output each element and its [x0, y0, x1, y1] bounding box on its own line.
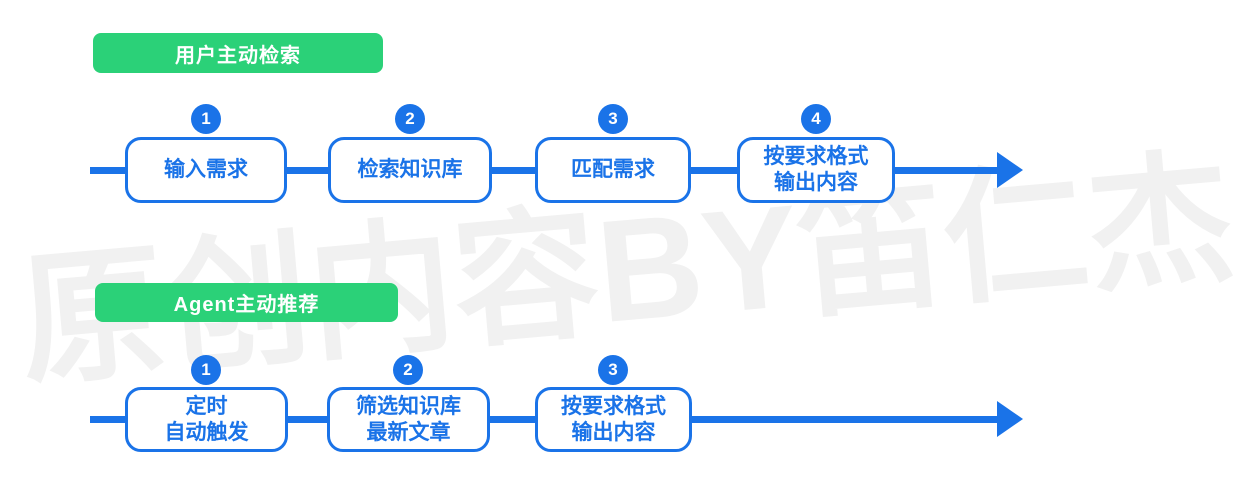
step-label: 按要求格式 输出内容 — [763, 145, 869, 194]
step-box: 匹配需求 — [535, 137, 691, 203]
step-box: 检索知识库 — [328, 137, 492, 203]
step-label: 按要求格式 输出内容 — [561, 394, 666, 444]
step-label: 定时 自动触发 — [164, 394, 249, 444]
section-label-agent-recommend: Agent主动推荐 — [95, 283, 398, 322]
step-number-badge: 2 — [393, 355, 423, 385]
arrow-head-bottom-icon — [997, 401, 1023, 437]
step-number-badge: 4 — [801, 104, 831, 134]
step-number-badge: 1 — [191, 104, 221, 134]
step-label: 筛选知识库 最新文章 — [356, 394, 461, 444]
step-box: 按要求格式 输出内容 — [535, 387, 692, 452]
step-label: 检索知识库 — [357, 158, 463, 181]
step-label: 匹配需求 — [571, 158, 655, 181]
section-label-user-retrieval: 用户主动检索 — [93, 33, 383, 73]
step-box: 按要求格式 输出内容 — [737, 137, 895, 203]
step-box: 筛选知识库 最新文章 — [327, 387, 490, 452]
step-number-badge: 3 — [598, 104, 628, 134]
step-box: 定时 自动触发 — [125, 387, 288, 452]
arrow-head-top-icon — [997, 152, 1023, 188]
step-box: 输入需求 — [125, 137, 287, 203]
step-number-badge: 3 — [598, 355, 628, 385]
step-number-badge: 1 — [191, 355, 221, 385]
step-number-badge: 2 — [395, 104, 425, 134]
step-label: 输入需求 — [164, 158, 248, 181]
